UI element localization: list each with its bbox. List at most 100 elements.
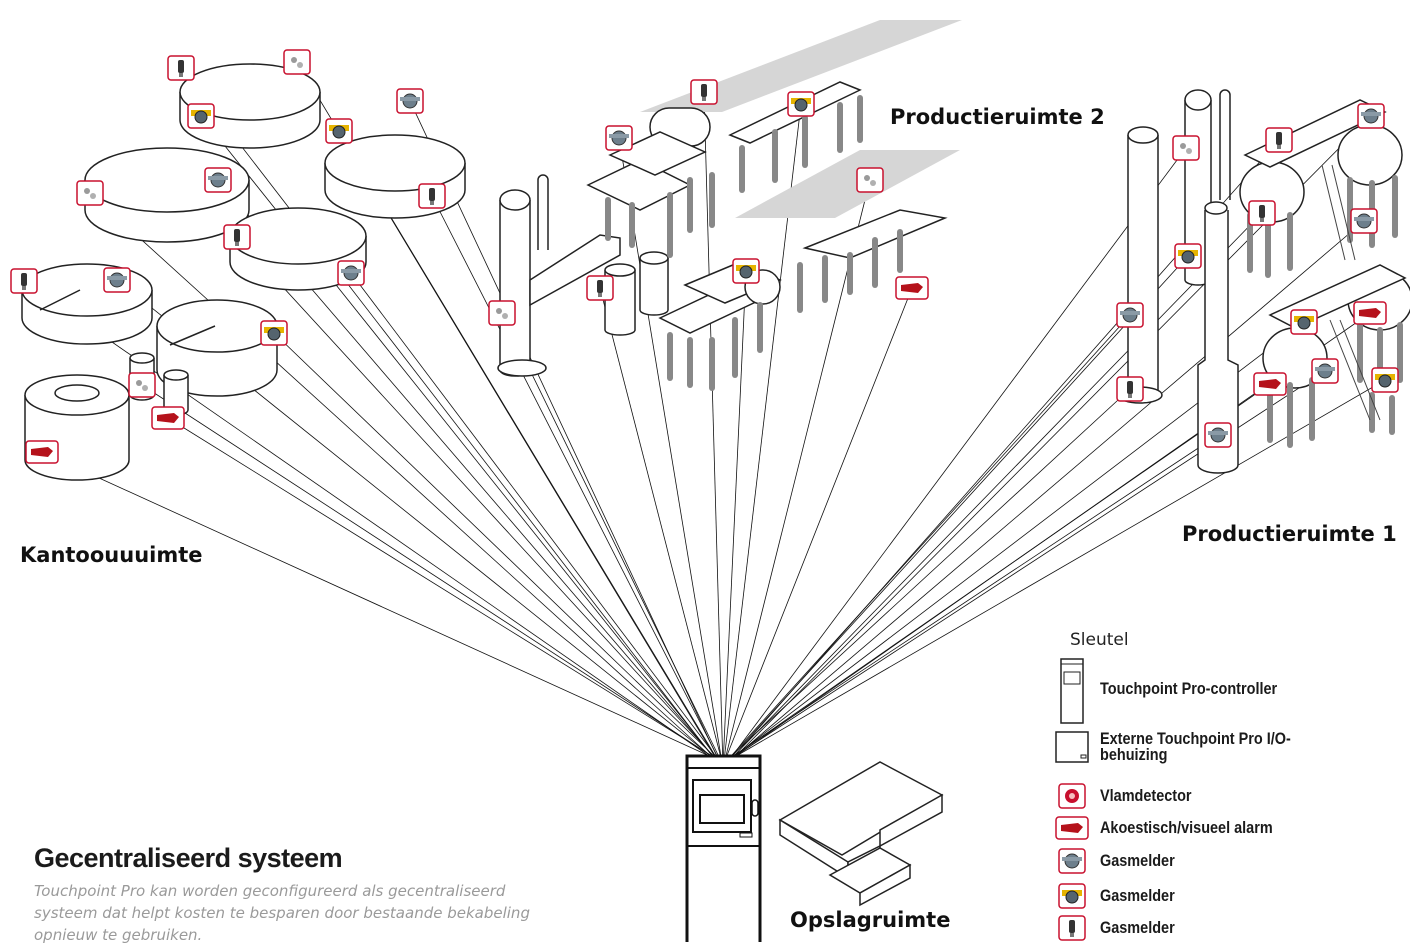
gas-detector-blue-icon <box>103 267 131 293</box>
key-item-gas-probe: Gasmelder <box>1052 914 1188 942</box>
gas-detector-icon <box>488 300 516 326</box>
cable-line <box>736 379 1386 757</box>
key-label: Akoestisch/visueel alarm <box>1100 818 1273 837</box>
office-tanks <box>21 63 466 481</box>
production1-legs <box>1247 175 1403 448</box>
gas-detector-probe-icon <box>10 268 38 294</box>
key-label: Externe Touchpoint Pro I/O-behuizing <box>1100 729 1291 764</box>
alarm-icon <box>1052 815 1092 841</box>
cable-line <box>431 195 718 757</box>
key-item-io-enclosure: Externe Touchpoint Pro I/O-behuizing <box>1052 729 1330 764</box>
key-item-controller: Touchpoint Pro-controller <box>1052 658 1308 724</box>
gas-detector-yellow-icon <box>1174 243 1202 269</box>
cable-line <box>725 179 871 757</box>
key-item-gas-blue: Gasmelder <box>1052 847 1188 875</box>
cable-line <box>723 270 747 757</box>
gas-detector-blue-icon <box>1350 208 1378 234</box>
gas-detector-yellow-icon <box>1052 882 1092 910</box>
gas-detector-probe-icon <box>1248 200 1276 226</box>
gas-detector-blue-icon <box>1357 103 1385 129</box>
gas-detector-blue-icon <box>1116 302 1144 328</box>
gas-detector-probe-icon <box>167 55 195 81</box>
page-description: Touchpoint Pro kan worden geconfigureerd… <box>34 882 530 944</box>
key-item-gas-yellow: Gasmelder <box>1052 882 1188 910</box>
gas-detector-yellow-icon <box>187 103 215 129</box>
cable-line <box>180 67 713 757</box>
page-title: Gecentraliseerd systeem <box>34 843 343 873</box>
cable-line <box>141 384 712 757</box>
gas-detector-yellow-icon <box>325 118 353 144</box>
gas-detector-blue-icon <box>204 167 232 193</box>
gas-detector-probe-icon <box>1116 376 1144 402</box>
cable-line <box>236 236 714 757</box>
storage-area-label: Opslagruimte <box>790 908 951 932</box>
gas-detector-icon <box>128 372 156 398</box>
cable-line <box>273 332 715 757</box>
cable-line <box>731 147 1187 757</box>
key-item-alarm: Akoestisch/visueel alarm <box>1052 815 1303 841</box>
key-label: Vlamdetector <box>1100 786 1192 805</box>
io-enclosure-icon <box>1052 731 1092 763</box>
cable-line <box>732 434 1219 757</box>
gas-detector-blue-icon <box>605 125 633 151</box>
key-label: Gasmelder <box>1100 918 1175 937</box>
gas-detector-icon <box>283 49 311 75</box>
storage-building <box>778 761 944 907</box>
cable-line <box>733 383 1271 757</box>
cable-line <box>41 451 710 757</box>
gas-detector-probe-icon <box>1052 914 1092 942</box>
gas-detector-blue-icon <box>1204 422 1232 448</box>
cable-line <box>703 91 724 757</box>
gas-detector-probe-icon <box>418 183 446 209</box>
cable-line <box>350 272 716 757</box>
gas-detector-blue-icon <box>337 260 365 286</box>
cable-line <box>167 417 713 757</box>
cable-line <box>89 192 711 757</box>
alarm-icon <box>151 406 185 430</box>
gas-detector-probe-icon <box>690 79 718 105</box>
gas-detector-blue-icon <box>1052 847 1092 875</box>
gas-detector-icon <box>76 180 104 206</box>
key-label-group: Externe Touchpoint Pro I/O-behuizing <box>1100 729 1330 764</box>
alarm-icon <box>895 276 929 300</box>
key-label: Touchpoint Pro-controller <box>1100 679 1278 698</box>
key-heading: Sleutel <box>1070 630 1129 650</box>
cable-line <box>733 212 1263 757</box>
central-controller <box>685 754 762 942</box>
alarm-icon <box>25 440 59 464</box>
key-label: Gasmelder <box>1100 851 1175 870</box>
gas-detector-blue-icon <box>1311 358 1339 384</box>
alarm-icon <box>1353 301 1387 325</box>
production2-legs <box>605 95 903 391</box>
gas-detector-yellow-icon <box>260 320 288 346</box>
cable-line <box>730 388 1131 757</box>
cable-line <box>732 255 1189 757</box>
gas-detector-yellow-icon <box>1290 309 1318 335</box>
key-label: Gasmelder <box>1100 886 1175 905</box>
office-area-label: Kantoouuuimte <box>20 543 203 567</box>
controller-icon <box>1052 658 1092 724</box>
production2-structures <box>497 20 962 377</box>
cable-line <box>501 312 719 757</box>
alarm-icon <box>1253 372 1287 396</box>
gas-detector-yellow-icon <box>1371 367 1399 393</box>
cable-lines <box>23 61 1386 757</box>
cable-line <box>599 287 721 757</box>
gas-detector-icon <box>1172 135 1200 161</box>
production2-area-label: Productieruimte 2 <box>890 105 1105 129</box>
gas-detector-blue-icon <box>396 88 424 114</box>
production1-stairs <box>1321 164 1381 421</box>
cable-line <box>730 314 1131 757</box>
gas-detector-yellow-icon <box>787 91 815 117</box>
flame-detector-icon <box>1052 782 1092 810</box>
gas-detector-probe-icon <box>1265 127 1293 153</box>
cable-line <box>726 287 913 757</box>
gas-detector-probe-icon <box>586 275 614 301</box>
production1-structures <box>1117 89 1410 474</box>
gas-detector-probe-icon <box>223 224 251 250</box>
gas-detector-yellow-icon <box>732 258 760 284</box>
gas-detector-icon <box>856 167 884 193</box>
key-item-flame: Vlamdetector <box>1052 782 1208 810</box>
cable-line <box>735 220 1365 757</box>
